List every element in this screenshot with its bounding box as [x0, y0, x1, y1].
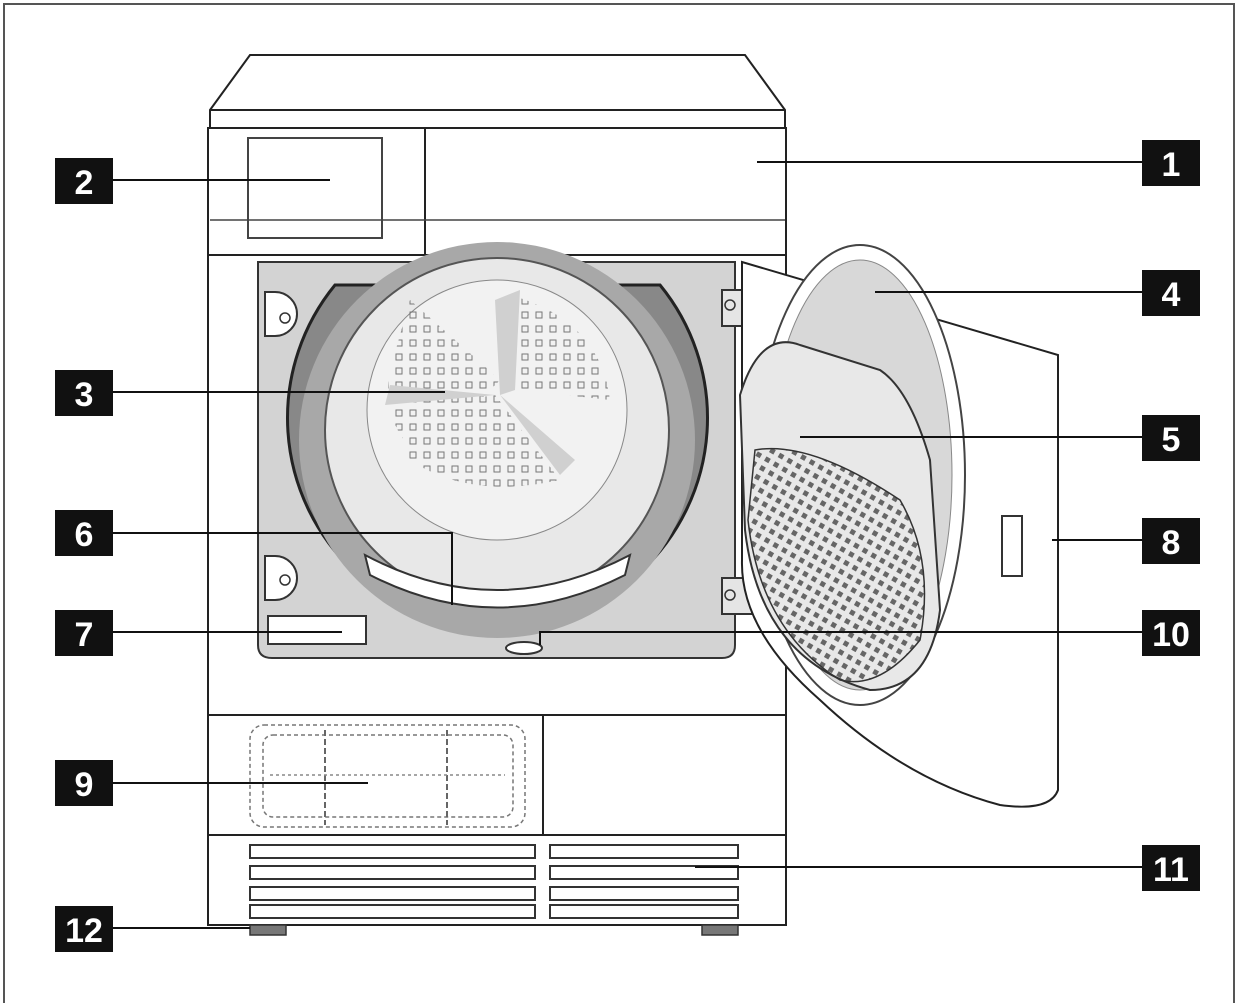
callout-1-number: 1	[1162, 146, 1181, 184]
callout-7-number: 7	[75, 616, 94, 654]
leader-lines	[113, 161, 1142, 929]
callout-10: 10	[1142, 610, 1200, 656]
dryer-top-lid	[209, 54, 786, 129]
callout-9-number: 9	[75, 766, 94, 804]
callout-2-number: 2	[75, 164, 94, 202]
moisture-sensor	[505, 641, 543, 655]
callout-2: 2	[55, 158, 113, 204]
diagram-frame	[3, 3, 1235, 1003]
callout-1: 1	[1142, 140, 1200, 186]
callout-12: 12	[55, 906, 113, 952]
control-panel	[207, 127, 787, 256]
callout-9: 9	[55, 760, 113, 806]
leader-line-6	[113, 532, 453, 605]
callout-3: 3	[55, 370, 113, 416]
callout-4-number: 4	[1162, 276, 1181, 314]
callout-8: 8	[1142, 518, 1200, 564]
open-door	[738, 244, 1059, 808]
rating-plate	[267, 615, 367, 645]
heat-exchanger-flap	[207, 714, 787, 836]
callout-12-number: 12	[65, 912, 103, 950]
callout-5: 5	[1142, 415, 1200, 461]
fluff-filter-slot	[363, 553, 632, 609]
callout-6-number: 6	[75, 516, 94, 554]
water-tank-drawer	[247, 137, 383, 239]
callout-10-number: 10	[1152, 616, 1190, 654]
callout-6: 6	[55, 510, 113, 556]
adjustable-foot-right	[701, 924, 739, 936]
door-hinge-slot-top	[264, 291, 298, 337]
callout-11: 11	[1142, 845, 1200, 891]
door-hinge-slot-bottom	[264, 555, 298, 601]
callout-11-number: 11	[1153, 851, 1189, 889]
callout-5-number: 5	[1162, 421, 1181, 459]
callout-3-number: 3	[75, 376, 94, 414]
drum	[286, 242, 709, 638]
adjustable-foot-left	[249, 924, 287, 936]
door-handle	[1001, 515, 1023, 577]
callout-8-number: 8	[1162, 524, 1181, 562]
callout-7: 7	[55, 610, 113, 656]
leader-line-10	[539, 631, 1142, 645]
ventilation-grille	[207, 834, 787, 926]
callout-4: 4	[1142, 270, 1200, 316]
